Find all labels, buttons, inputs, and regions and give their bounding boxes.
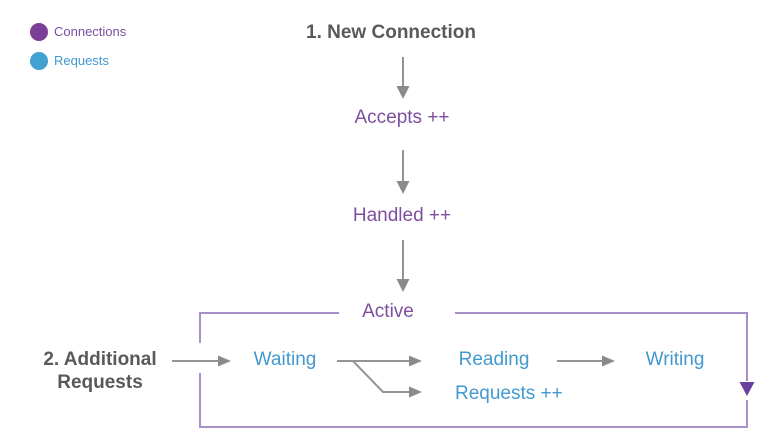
requests-dot-icon xyxy=(30,51,48,70)
arrow-waiting-to-reading xyxy=(337,355,422,367)
active-loop-arrowhead-icon xyxy=(739,382,755,396)
node-writing: Writing xyxy=(645,349,705,370)
legend-label-connections: Connections xyxy=(54,24,127,39)
legend-item-connections: Connections xyxy=(30,22,126,41)
node-reading: Reading xyxy=(458,349,530,370)
node-handled: Handled ++ xyxy=(352,205,452,226)
node-requests-increment: Requests ++ xyxy=(455,383,563,404)
node-active: Active xyxy=(362,301,414,322)
node-additional-requests-line1: 2. Additional xyxy=(43,349,157,370)
legend-label-requests: Requests xyxy=(54,53,109,68)
node-new-connection: 1. New Connection xyxy=(306,22,476,43)
arrow-additional-to-waiting xyxy=(172,355,231,367)
arrow-reading-to-writing xyxy=(557,355,615,367)
node-additional-requests: 2. Additional Requests xyxy=(20,348,180,394)
legend: Connections Requests xyxy=(30,22,126,80)
active-box-border xyxy=(199,312,748,428)
legend-item-requests: Requests xyxy=(30,51,126,70)
arrow-handled-to-active xyxy=(396,240,410,292)
arrow-accepts-to-handled xyxy=(396,150,410,194)
node-waiting: Waiting xyxy=(253,349,317,370)
node-accepts: Accepts ++ xyxy=(354,107,450,128)
connections-dot-icon xyxy=(30,22,48,41)
node-additional-requests-line2: Requests xyxy=(57,372,143,393)
arrow-newconnection-to-accepts xyxy=(396,57,410,99)
arrow-waiting-to-requests xyxy=(352,360,422,398)
